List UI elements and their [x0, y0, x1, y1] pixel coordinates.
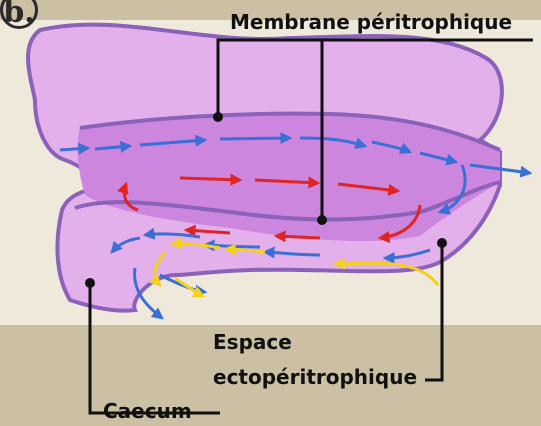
label-espace: Espace — [213, 330, 292, 354]
panel-label: b. — [0, 0, 38, 29]
label-membrane-peritrophique: Membrane péritrophique — [230, 10, 512, 34]
label-caecum: Caecum — [103, 399, 192, 423]
label-ectoperitrophique: ectopéritrophique — [213, 365, 417, 389]
